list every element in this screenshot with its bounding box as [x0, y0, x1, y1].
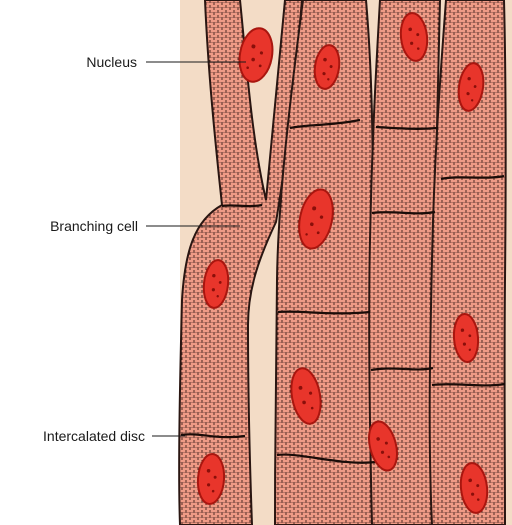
- intercalated-disc: [432, 384, 505, 385]
- intercalated-disc: [372, 212, 435, 213]
- intercalated-disc: [371, 368, 433, 370]
- branching-cell-label: Branching cell: [50, 218, 138, 234]
- nucleus-label: Nucleus: [86, 54, 137, 70]
- intercalated-disc: [222, 205, 262, 206]
- intercalated-disc-label: Intercalated disc: [43, 428, 145, 444]
